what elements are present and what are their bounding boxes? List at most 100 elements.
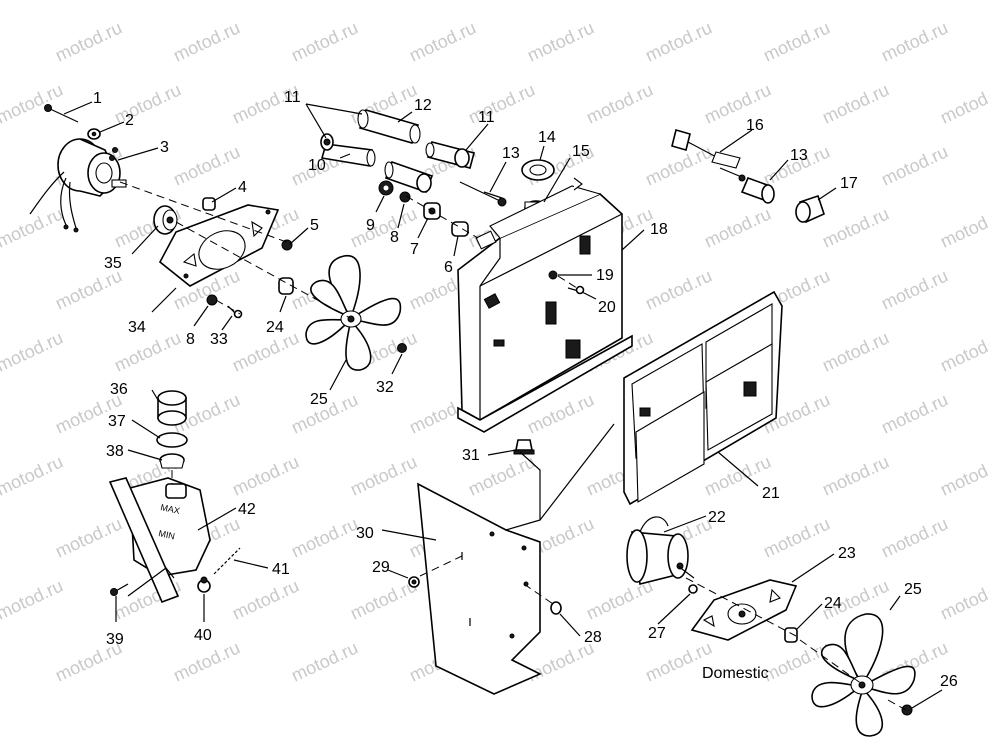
part-24-spacer-right	[784, 627, 798, 643]
watermark-text: motod.ru	[111, 79, 184, 127]
part-30-shroud-panel	[417, 482, 542, 695]
part-32-nut	[397, 343, 407, 353]
part-34-bracket	[158, 204, 280, 287]
callout-3: 3	[160, 139, 169, 156]
callout-24-left: 24	[266, 319, 284, 336]
callout-37: 37	[108, 413, 126, 430]
callout-31: 31	[462, 447, 480, 464]
part-27-spacer	[688, 584, 698, 594]
callout-5: 5	[310, 217, 319, 234]
watermark-text: motod.ru	[465, 79, 538, 127]
watermark-text: motod.ru	[878, 513, 951, 561]
callout-27: 27	[648, 625, 666, 642]
watermark-text: motod.ru	[111, 575, 184, 623]
watermark-text: motod.ru	[52, 513, 125, 561]
callout-22: 22	[708, 509, 726, 526]
part-36-reservoir-cap	[157, 390, 187, 426]
part-23-fan-bracket	[690, 579, 798, 641]
watermark-text: motod.ru	[878, 17, 951, 65]
part-1-bolt	[44, 104, 79, 123]
callout-13-mid: 13	[502, 145, 520, 162]
part-29-grommet	[408, 576, 420, 588]
watermark-text: motod.ru	[937, 575, 988, 623]
part-18-radiator	[457, 177, 633, 433]
part-41-overflow-hose	[213, 547, 241, 575]
radiator-fins	[483, 235, 591, 359]
part-reservoir-bracket	[108, 477, 180, 604]
watermark-text: motod.ru	[406, 17, 479, 65]
watermark-text: motod.ru	[0, 575, 66, 623]
watermark-text: motod.ru	[937, 79, 988, 127]
callout-8-mid: 8	[390, 229, 399, 246]
watermark-text: motod.ru	[583, 79, 656, 127]
watermark-text: motod.ru	[347, 451, 420, 499]
callout-19: 19	[596, 267, 614, 284]
watermark-text: motod.ru	[524, 17, 597, 65]
callout-28: 28	[584, 629, 602, 646]
watermark-text: motod.ru	[701, 0, 774, 4]
part-13-sensor	[459, 181, 507, 207]
part-28-grommet	[550, 601, 562, 615]
callout-10: 10	[308, 157, 326, 174]
watermark-text: motod.ru	[0, 0, 66, 4]
callout-6: 6	[444, 259, 453, 276]
watermark-text: motod.ru	[229, 451, 302, 499]
part-38-neck	[159, 453, 185, 469]
part-31-grommet	[513, 439, 535, 455]
callout-24-right: 24	[824, 595, 842, 612]
callout-12: 12	[414, 97, 432, 114]
watermark-text: motod.ru	[760, 637, 833, 685]
watermark-text: motod.ru	[642, 265, 715, 313]
watermark-text: motod.ru	[878, 141, 951, 189]
watermark-text: motod.ru	[878, 265, 951, 313]
watermark-text: motod.ru	[0, 327, 66, 375]
watermark-text: motod.ru	[111, 327, 184, 375]
watermark-text: motod.ru	[111, 0, 184, 4]
callout-7: 7	[410, 241, 419, 258]
watermark-text: motod.ru	[937, 327, 988, 375]
watermark-text: motod.ru	[170, 17, 243, 65]
part-25-fan-blade-upper	[305, 255, 402, 371]
watermark-text: motod.ru	[819, 203, 892, 251]
callout-25-lower: 25	[904, 581, 922, 598]
watermark-text: motod.ru	[170, 637, 243, 685]
part-35-hub	[153, 205, 178, 235]
callout-18: 18	[650, 221, 668, 238]
watermark-text: motod.ru	[52, 17, 125, 65]
callout-1: 1	[93, 90, 102, 107]
watermark-text: motod.ru	[170, 141, 243, 189]
callout-15: 15	[572, 143, 590, 160]
part-17-cap	[795, 194, 825, 224]
leader-lines	[63, 101, 943, 709]
part-26-nut	[901, 704, 913, 716]
callout-25-upper: 25	[310, 391, 328, 408]
watermark-text: motod.ru	[52, 265, 125, 313]
callout-39: 39	[106, 631, 124, 648]
callout-35: 35	[104, 255, 122, 272]
callout-4: 4	[238, 179, 247, 196]
callout-41: 41	[272, 561, 290, 578]
parts: MAX MIN	[29, 104, 916, 737]
part-11-clamp-left	[320, 133, 334, 151]
callout-14: 14	[538, 129, 556, 146]
watermark-text: motod.ru	[819, 451, 892, 499]
part-hose-middle	[384, 160, 434, 194]
part-39-screw	[110, 583, 129, 596]
watermark-text: motod.ru	[819, 0, 892, 4]
watermark-text: motod.ru	[288, 513, 361, 561]
callout-30: 30	[356, 525, 374, 542]
part-14-gasket	[521, 159, 555, 181]
part-9-clamp	[378, 180, 394, 196]
callout-16: 16	[746, 117, 764, 134]
part-13-sensor-right	[740, 176, 775, 204]
part-22-fan-motor	[626, 516, 695, 585]
part-16-wiring	[671, 129, 746, 182]
callout-21: 21	[762, 485, 780, 502]
svg-text:MAX: MAX	[160, 502, 181, 516]
callout-9: 9	[366, 217, 375, 234]
watermark-text: motod.ru	[819, 327, 892, 375]
callout-8-left: 8	[186, 331, 195, 348]
callout-2: 2	[125, 112, 134, 129]
watermark-text: motod.ru	[465, 0, 538, 4]
